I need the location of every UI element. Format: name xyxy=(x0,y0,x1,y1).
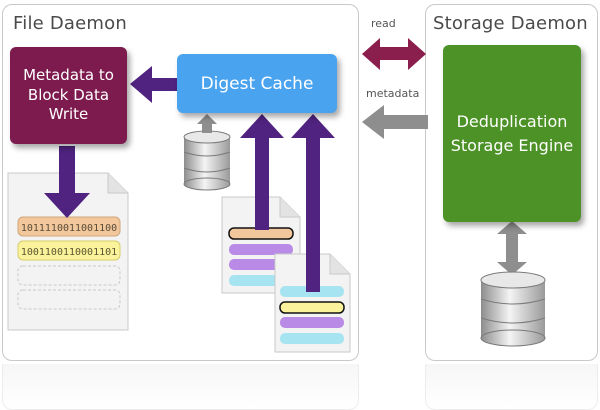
metadata-label: metadata xyxy=(366,87,420,100)
hash-lookup-arrow-1 xyxy=(240,114,284,230)
hash-block-2 xyxy=(229,244,293,255)
data-block-1 xyxy=(17,216,121,237)
database-icon xyxy=(183,130,231,191)
metadata-write-label: Metadata to Block Data Write xyxy=(23,66,114,124)
data-block-2 xyxy=(17,240,121,261)
metadata-arrow xyxy=(362,105,428,139)
file-daemon-title: File Daemon xyxy=(13,13,127,34)
storage-daemon-reflection xyxy=(425,364,598,410)
hash-lookup-arrow-2 xyxy=(291,114,335,292)
empty-block-1 xyxy=(17,265,121,286)
file-daemon-reflection xyxy=(2,364,359,410)
hash-block-7 xyxy=(280,317,344,328)
metadata-write-box: Metadata to Block Data Write xyxy=(10,47,127,144)
dedup-engine-label: Deduplication Storage Engine xyxy=(450,111,574,155)
digest-to-metadata-arrow xyxy=(130,66,178,103)
db-cache-arrow xyxy=(197,114,217,133)
engine-db-arrow xyxy=(497,221,527,275)
data-block-text-1: 1011110011001100 xyxy=(21,223,117,234)
digest-cache-label: Digest Cache xyxy=(200,73,314,94)
storage-database-icon xyxy=(480,271,546,347)
read-label: read xyxy=(371,17,396,30)
empty-block-2 xyxy=(17,289,121,310)
storage-daemon-title: Storage Daemon xyxy=(433,13,588,34)
digest-cache-box: Digest Cache xyxy=(177,54,337,113)
data-block-text-2: 1001100110001101 xyxy=(21,247,117,258)
write-arrow xyxy=(44,146,90,218)
hash-block-6 xyxy=(279,301,345,314)
dedup-engine-box: Deduplication Storage Engine xyxy=(443,45,581,222)
read-arrow xyxy=(362,38,426,70)
hash-block-8 xyxy=(280,333,344,344)
